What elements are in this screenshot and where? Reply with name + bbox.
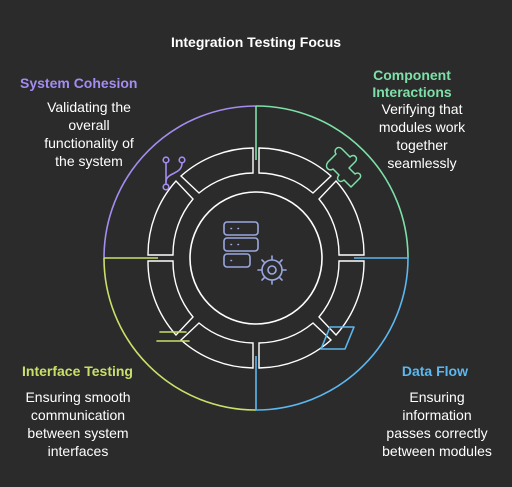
system-cohesion-outer-arc bbox=[103, 105, 257, 259]
description-line: between modules bbox=[382, 443, 492, 459]
description-line: together bbox=[396, 137, 448, 153]
description-line: information bbox=[402, 407, 472, 423]
inner-tab-right-top bbox=[318, 179, 365, 256]
heading-line: Component bbox=[373, 67, 451, 83]
diagram-title: Integration Testing Focus bbox=[170, 34, 342, 50]
system-cohesion-description: Validating the overall functionality of … bbox=[14, 98, 164, 170]
description-line: overall bbox=[68, 117, 110, 133]
description-line: Ensuring bbox=[409, 389, 465, 405]
inner-tab-top-right bbox=[258, 147, 333, 194]
description-line: Validating the bbox=[47, 99, 131, 115]
description-line: communication bbox=[30, 407, 126, 423]
component-interactions-description: Verifying that modules work together sea… bbox=[362, 100, 482, 172]
description-line: passes correctly bbox=[386, 425, 488, 441]
description-line: modules work bbox=[378, 119, 466, 135]
inner-tab-left-bottom bbox=[147, 260, 194, 337]
puzzle-icon bbox=[325, 146, 362, 188]
description-line: functionality of bbox=[44, 135, 134, 151]
description-line: between system bbox=[27, 425, 129, 441]
server-gear-icon bbox=[223, 221, 287, 285]
description-line: seamlessly bbox=[387, 155, 457, 171]
component-interactions-outer-arc bbox=[255, 105, 409, 259]
interface-testing-heading: Interface Testing bbox=[22, 363, 133, 379]
system-cohesion-heading: System Cohesion bbox=[20, 75, 138, 91]
data-flow-description: Ensuring information passes correctly be… bbox=[382, 388, 492, 460]
parallelogram-icon bbox=[320, 326, 355, 350]
heading-line: Interactions bbox=[372, 84, 452, 100]
inner-tab-bottom-right bbox=[258, 322, 333, 369]
description-line: Verifying that bbox=[381, 101, 463, 117]
description-line: the system bbox=[55, 153, 123, 169]
branch-icon bbox=[162, 156, 186, 191]
inner-tab-right-bottom bbox=[318, 260, 365, 337]
interface-testing-description: Ensuring smooth communication between sy… bbox=[16, 388, 140, 460]
component-interactions-heading: Component Interactions bbox=[352, 67, 472, 101]
equals-icon bbox=[156, 331, 190, 342]
inner-tab-top-left bbox=[179, 147, 254, 194]
data-flow-heading: Data Flow bbox=[401, 363, 468, 379]
data-flow-outer-arc bbox=[255, 257, 409, 411]
interface-testing-outer-arc bbox=[103, 257, 257, 411]
inner-tab-bottom-left bbox=[179, 322, 254, 369]
center-circle bbox=[189, 191, 323, 325]
description-line: Ensuring smooth bbox=[25, 389, 131, 405]
description-line: interfaces bbox=[47, 443, 109, 459]
inner-tab-left-top bbox=[147, 179, 194, 256]
